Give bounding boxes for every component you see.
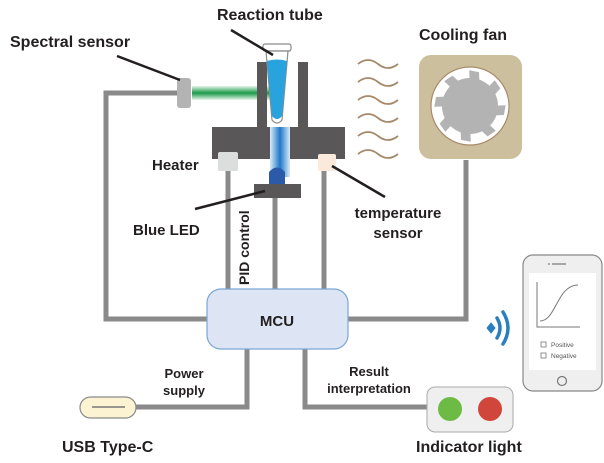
fan-blade	[488, 80, 501, 96]
temperature-sensor-label-line1: temperature	[355, 205, 442, 222]
cooling-fan	[419, 55, 522, 159]
reaction-tube	[262, 43, 292, 124]
indicator-red	[478, 397, 502, 421]
spectral-sensor-label: Spectral sensor	[10, 34, 130, 51]
wifi-signal-icon	[486, 310, 510, 346]
temperature-sensor-label-line2: sensor	[373, 225, 422, 242]
phone-option-positive: Positive	[551, 342, 574, 349]
phone-option-negative: Negative	[551, 353, 577, 360]
blue-led-pointer	[194, 189, 266, 211]
wire-mcu-to-indicator	[302, 348, 430, 410]
usb-type-c-port	[79, 396, 137, 419]
usb-type-c-label: USB Type-C	[62, 439, 154, 456]
green-light-beam	[192, 86, 270, 100]
mcu-label: MCU	[260, 313, 294, 330]
temperature-sensor-pointer	[331, 164, 386, 199]
power-supply-label-line1: Power	[164, 366, 203, 381]
indicator-light-label: Indicator light	[416, 439, 522, 456]
heater-label: Heater	[152, 157, 199, 174]
spectral-sensor	[177, 78, 191, 108]
wire-spectral-to-mcu	[103, 90, 210, 322]
fan-blade	[439, 116, 452, 132]
smartphone: Positive Negative	[522, 254, 603, 392]
wires	[103, 90, 469, 410]
power-supply-label-line2: supply	[163, 383, 206, 398]
fan-blade	[469, 70, 480, 82]
cooling-fan-label: Cooling fan	[419, 27, 507, 44]
mcu-box	[206, 288, 349, 350]
wire-fan-to-mcu	[348, 160, 469, 322]
heat-waves	[357, 59, 399, 159]
fan-blade	[444, 75, 460, 88]
pid-control-label: PID control	[236, 210, 252, 285]
indicator-light	[426, 386, 514, 433]
wire-usb-to-mcu	[136, 348, 250, 410]
indicator-green	[438, 397, 462, 421]
heater	[218, 152, 238, 171]
fan-blade	[460, 130, 471, 142]
temperature-sensor	[318, 154, 336, 171]
result-interpretation-label-line1: Result	[349, 364, 389, 379]
result-interpretation-label-line2: interpretation	[327, 381, 411, 396]
reaction-tube-pointer	[230, 28, 274, 57]
fan-blade	[480, 124, 496, 137]
blue-led-label: Blue LED	[133, 222, 200, 239]
led-base	[254, 184, 301, 198]
reaction-tube-label: Reaction tube	[217, 7, 323, 24]
fan-blade	[434, 96, 446, 107]
fan-blade	[494, 105, 506, 116]
spectral-sensor-pointer	[116, 54, 181, 82]
